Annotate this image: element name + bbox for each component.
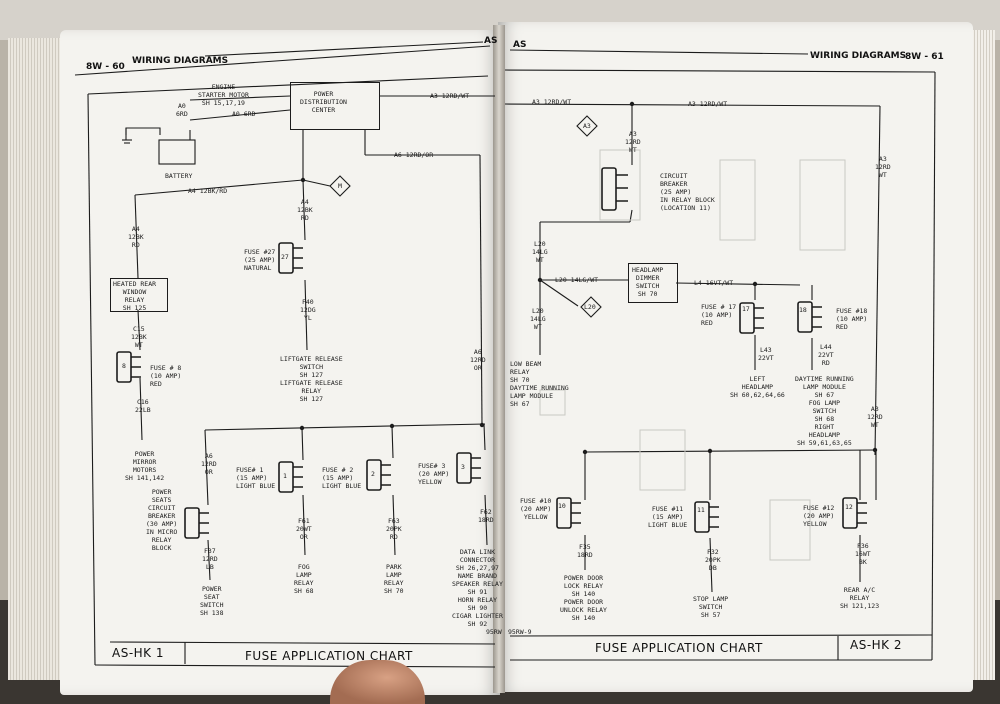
wire-a6-12rdor: A6 12RD/OR bbox=[394, 151, 434, 159]
wire-l43: L43 22VT bbox=[758, 346, 774, 362]
left-footer-title: FUSE APPLICATION CHART bbox=[245, 649, 413, 663]
circuit-breaker-label: CIRCUIT BREAKER (25 AMP) IN RELAY BLOCK … bbox=[660, 172, 715, 212]
wire-l20-lower: L20 14LG WT bbox=[530, 307, 546, 331]
wire-a3-vertical-3: A3 12RD WT bbox=[867, 405, 883, 429]
wire-a0-6rd-vertical: A0 6RD bbox=[176, 102, 188, 118]
left-section-title: WIRING DIAGRAMS bbox=[132, 56, 229, 66]
fuse-8-number: 8 bbox=[122, 362, 126, 370]
wire-a3-12rdwt-r1: A3 12RD/WT bbox=[532, 98, 572, 106]
fuse-2-label: FUSE # 2 (15 AMP) LIGHT BLUE bbox=[322, 466, 362, 490]
pdc-label: POWER DISTRIBUTION CENTER bbox=[300, 90, 347, 114]
fuse-10-number: 10 bbox=[558, 502, 566, 510]
wire-f62: F62 18RD bbox=[478, 508, 494, 524]
power-door-lock-label: POWER DOOR LOCK RELAY SH 140 POWER DOOR … bbox=[560, 574, 607, 622]
left-headlamp-label: LEFT HEADLAMP SH 60,62,64,66 bbox=[730, 375, 785, 399]
liftgate-label: LIFTGATE RELEASE SWITCH SH 127 LIFTGATE … bbox=[280, 355, 343, 403]
engine-starter-label: ENGINE STARTER MOTOR SH 15,17,19 bbox=[198, 83, 249, 107]
wire-a3-12rdwt-left: A3 12RD/WT bbox=[430, 92, 470, 100]
left-page bbox=[60, 30, 500, 695]
wire-a3-vertical-1: A3 12RD WT bbox=[625, 130, 641, 154]
fuse-17-number: 17 bbox=[742, 305, 750, 313]
fuse-27-label: FUSE #27 (25 AMP) NATURAL bbox=[244, 248, 276, 272]
wire-a6-vertical: A6 12RD OR bbox=[470, 348, 486, 372]
connector-m: M bbox=[338, 182, 342, 190]
fuse-18-label: FUSE #18 (10 AMP) RED bbox=[836, 307, 868, 331]
stop-lamp-switch-label: STOP LAMP SWITCH SH 57 bbox=[693, 595, 729, 619]
wire-a4-left: A4 12BK RD bbox=[128, 225, 144, 249]
wire-c16: C16 22LB bbox=[135, 398, 151, 414]
wire-f40: F40 12DG YL bbox=[300, 298, 316, 322]
left-footer-side-code: 95RW bbox=[486, 628, 502, 636]
right-page bbox=[498, 22, 973, 692]
heated-rear-window-relay-label: HEATED REAR WINDOW RELAY SH 125 bbox=[113, 280, 157, 312]
fuse-12-number: 12 bbox=[845, 503, 853, 511]
book-gutter bbox=[493, 25, 505, 693]
wire-a6-bus: A6 12RD OR bbox=[201, 452, 217, 476]
low-beam-relay-label: LOW BEAM RELAY SH 70 DAYTIME RUNNING LAM… bbox=[510, 360, 569, 408]
left-page-number: 8W - 60 bbox=[86, 62, 125, 72]
wire-l20-upper: L20 14LG WT bbox=[532, 240, 548, 264]
fuse-3-label: FUSE# 3 (20 AMP) YELLOW bbox=[418, 462, 450, 486]
fuse-12-label: FUSE #12 (20 AMP) YELLOW bbox=[803, 504, 835, 528]
fuse-27-number: 27 bbox=[281, 253, 289, 261]
fuse-17-label: FUSE # 17 (10 AMP) RED bbox=[701, 303, 737, 327]
power-seats-label: POWER SEATS CIRCUIT BREAKER (30 AMP) IN … bbox=[146, 488, 178, 552]
right-model-code: AS bbox=[513, 40, 527, 50]
wire-f63: F63 20PK RD bbox=[386, 517, 402, 541]
wire-c15: C15 12BK WT bbox=[131, 325, 147, 349]
right-section-title: WIRING DIAGRAMS bbox=[810, 51, 907, 61]
rear-ac-relay-label: REAR A/C RELAY SH 121,123 bbox=[840, 586, 880, 610]
fuse-1-number: 1 bbox=[283, 472, 287, 480]
fuse-11-number: 11 bbox=[697, 506, 705, 514]
drl-module-label: DAYTIME RUNNING LAMP MODULE SH 67 FOG LA… bbox=[795, 375, 854, 447]
left-model-code: AS bbox=[484, 36, 498, 46]
wire-a0-6rd: A0 6RD bbox=[232, 110, 256, 118]
wire-f61: F61 20WT OR bbox=[296, 517, 312, 541]
headlamp-dimmer-switch-box bbox=[628, 263, 678, 303]
headlamp-dimmer-switch-label: HEADLAMP DIMMER SWITCH SH 70 bbox=[632, 266, 664, 298]
data-link-label: DATA LINK CONNECTOR SH 26,27,97 NAME BRA… bbox=[452, 548, 503, 628]
fuse-11-label: FUSE #11 (15 AMP) LIGHT BLUE bbox=[648, 505, 688, 529]
right-page-number: 8W - 61 bbox=[905, 52, 944, 62]
fuse-18-number: 18 bbox=[799, 306, 807, 314]
heated-rear-window-relay-box bbox=[110, 278, 168, 312]
fuse-2-number: 2 bbox=[371, 470, 375, 478]
wire-a4-12bkrd: A4 12BK/RD bbox=[188, 187, 228, 195]
power-mirror-label: POWER MIRROR MOTORS SH 141,142 bbox=[125, 450, 165, 482]
power-distribution-center-box bbox=[290, 82, 380, 130]
wire-f32: F32 20PK DB bbox=[705, 548, 721, 572]
connector-l20: L20 bbox=[584, 303, 596, 311]
fog-relay-label: FOG LAMP RELAY SH 68 bbox=[294, 563, 314, 595]
left-footer-code: AS-HK 1 bbox=[112, 646, 164, 660]
fuse-3-number: 3 bbox=[461, 463, 465, 471]
wire-l4-16vtwt: L4 16VT/WT bbox=[694, 279, 734, 287]
connector-a3: A3 bbox=[583, 122, 591, 130]
thumb bbox=[330, 660, 425, 704]
right-footer-code: AS-HK 2 bbox=[850, 638, 902, 652]
right-footer-side-code: 95RW-9 bbox=[508, 628, 532, 636]
fuse-8-label: FUSE # 8 (10 AMP) RED bbox=[150, 364, 182, 388]
fuse-10-label: FUSE #10 (20 AMP) YELLOW bbox=[520, 497, 552, 521]
wire-l44: L44 22VT RD bbox=[818, 343, 834, 367]
park-relay-label: PARK LAMP RELAY SH 70 bbox=[384, 563, 404, 595]
wire-a3-vertical-2: A3 12RD WT bbox=[875, 155, 891, 179]
wire-a3-12rdwt-r2: A3 12RD/WT bbox=[688, 100, 728, 108]
wire-a4-right: A4 12BK RD bbox=[297, 198, 313, 222]
power-seat-switch-label: POWER SEAT SWITCH SH 138 bbox=[200, 585, 224, 617]
wire-f35: F35 18RD bbox=[577, 543, 593, 559]
wire-l20-14lgwt: L20 14LG/WT bbox=[555, 276, 599, 284]
wire-f37: F37 12RD LB bbox=[202, 547, 218, 571]
wire-f36: F36 16WT BK bbox=[855, 542, 871, 566]
battery-label: BATTERY bbox=[165, 172, 193, 180]
fuse-1-label: FUSE# 1 (15 AMP) LIGHT BLUE bbox=[236, 466, 276, 490]
right-footer-title: FUSE APPLICATION CHART bbox=[595, 641, 763, 655]
